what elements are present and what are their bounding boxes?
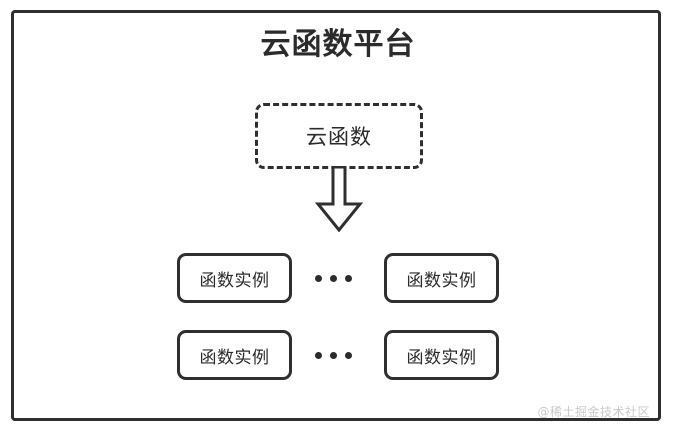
function-instance-node: 函数实例 bbox=[177, 330, 292, 380]
function-instance-node: 函数实例 bbox=[177, 253, 292, 303]
ellipsis-separator bbox=[300, 330, 366, 380]
function-instance-label: 函数实例 bbox=[199, 270, 270, 291]
ellipsis-dot bbox=[344, 274, 352, 282]
watermark: @稀土掘金技术社区 bbox=[537, 405, 650, 419]
ellipsis-dot bbox=[314, 274, 322, 282]
ellipsis-dot bbox=[314, 351, 322, 359]
ellipsis-separator bbox=[300, 253, 366, 303]
function-instance-label: 函数实例 bbox=[406, 270, 477, 291]
function-instance-label: 函数实例 bbox=[406, 347, 477, 368]
function-instance-label: 函数实例 bbox=[199, 347, 270, 368]
ellipsis-dot bbox=[329, 274, 337, 282]
cloud-function-label: 云函数 bbox=[306, 125, 372, 149]
down-block-arrow-icon bbox=[312, 165, 366, 233]
function-instance-node: 函数实例 bbox=[384, 330, 499, 380]
function-instance-node: 函数实例 bbox=[384, 253, 499, 303]
ellipsis-dot bbox=[329, 351, 337, 359]
page-title: 云函数平台 bbox=[260, 27, 416, 62]
ellipsis-dot bbox=[344, 351, 352, 359]
cloud-function-node: 云函数 bbox=[255, 103, 423, 169]
